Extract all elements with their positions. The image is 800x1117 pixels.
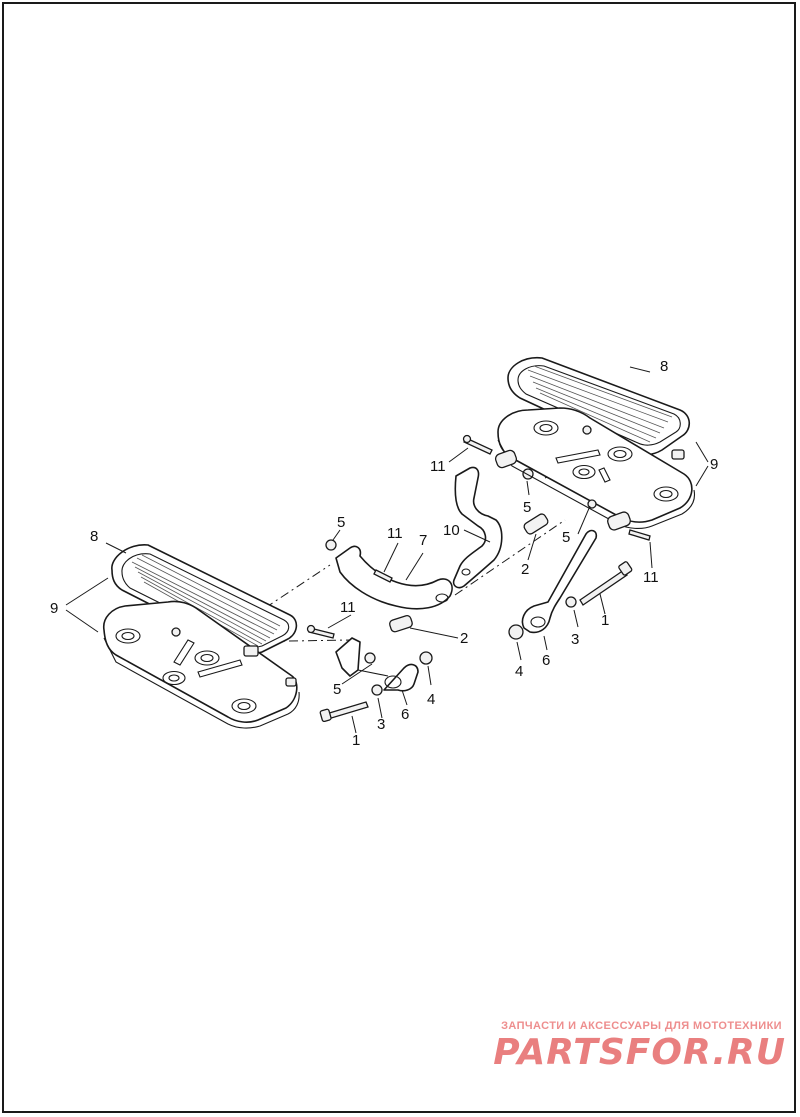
- center-brace-7: [335, 545, 453, 610]
- center-screw-11: [373, 569, 393, 583]
- right-mount-upper: [494, 449, 518, 469]
- right-nut-4: [508, 624, 524, 640]
- callout-labels: 8 9 5 11 7 11 2 5 4 3 6 1 8 9 11 5 10 5 …: [50, 358, 718, 749]
- left-screw-11: [306, 624, 335, 639]
- center-nut-5: [325, 539, 337, 551]
- left-nut-4: [419, 651, 433, 665]
- callout-5-right-lower: 5: [562, 529, 570, 546]
- right-mount-lower: [587, 499, 631, 531]
- callout-8-left: 8: [90, 528, 98, 545]
- left-footboard-pad: [111, 544, 298, 655]
- right-footboard-pad: [507, 356, 691, 456]
- right-bolt-1: [579, 561, 633, 606]
- callout-1-left: 1: [352, 732, 360, 749]
- callout-9-right: 9: [710, 456, 718, 473]
- leader-lines: [65, 366, 709, 734]
- callout-5-left: 5: [333, 681, 341, 698]
- callout-9-left: 9: [50, 600, 58, 617]
- callout-3-left: 3: [377, 716, 385, 733]
- callout-11-right-upper: 11: [430, 458, 446, 475]
- callout-5-center: 5: [337, 514, 345, 531]
- right-nut-5a: [522, 468, 534, 480]
- callout-11-left: 11: [340, 599, 356, 616]
- right-screw-11a: [462, 434, 493, 455]
- callout-2-center: 2: [460, 630, 468, 647]
- left-footboard-base: [102, 600, 300, 729]
- watermark-logo: PARTSFOR.RU: [493, 1032, 786, 1073]
- right-bracket-6: [521, 529, 598, 634]
- left-washer-3: [371, 684, 383, 696]
- callout-3-right: 3: [571, 631, 579, 648]
- right-washer-3: [565, 596, 577, 608]
- callout-10: 10: [443, 522, 460, 539]
- left-bolt-1: [319, 701, 369, 723]
- right-bolt-2: [523, 513, 549, 535]
- left-bracket-6: [383, 663, 419, 692]
- watermark-tagline: ЗАПЧАСТИ И АКСЕССУАРЫ ДЛЯ МОТОТЕХНИКИ: [501, 1020, 782, 1032]
- callout-8-right: 8: [660, 358, 668, 375]
- callout-11-center: 11: [387, 525, 403, 542]
- right-screw-11b: [628, 529, 651, 541]
- callout-5-right-upper: 5: [523, 499, 531, 516]
- pad-ribs-right: [527, 365, 673, 443]
- callout-11-right-lower: 11: [643, 569, 659, 586]
- callout-6-left: 6: [401, 706, 409, 723]
- callout-1-right: 1: [601, 612, 609, 629]
- callout-4-right: 4: [515, 663, 523, 680]
- callout-7: 7: [419, 532, 427, 549]
- callout-6-right: 6: [542, 652, 550, 669]
- center-bolt-2: [389, 614, 413, 633]
- callout-2-right: 2: [521, 561, 529, 578]
- left-mount-5: [335, 637, 389, 677]
- callout-4-left: 4: [427, 691, 435, 708]
- right-bracket-10: [452, 466, 503, 589]
